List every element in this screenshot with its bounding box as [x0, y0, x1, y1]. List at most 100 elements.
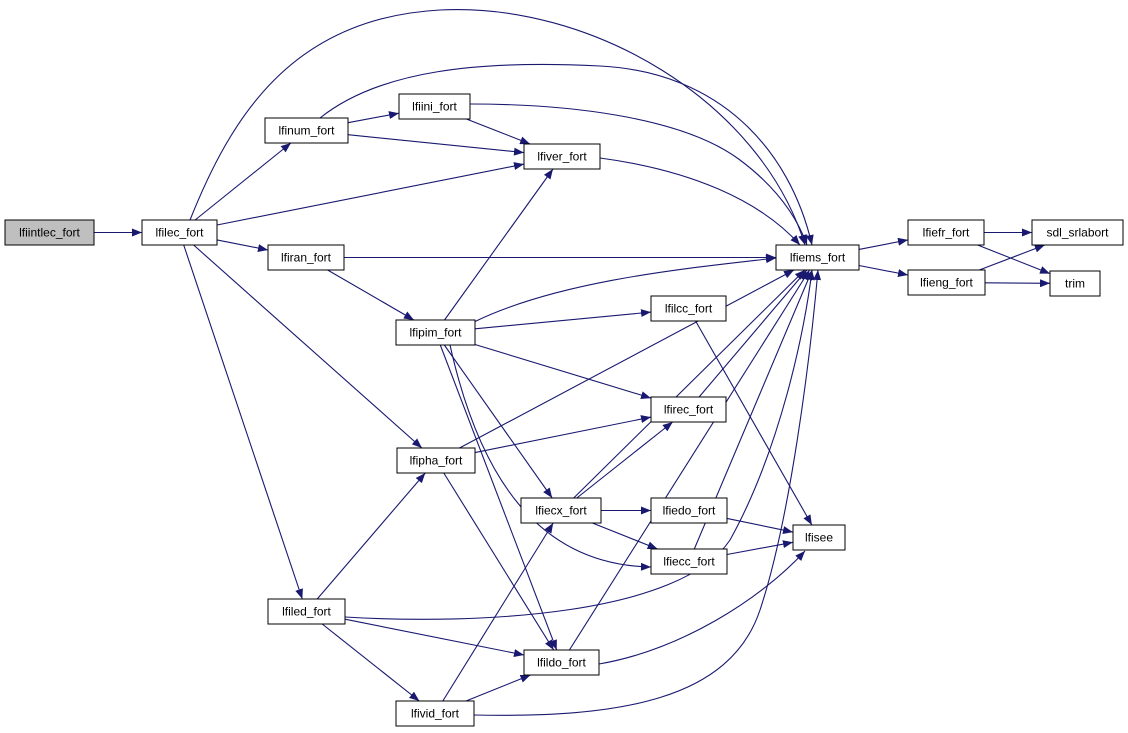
edge-lfipha_fort-to-lfirec_fort	[474, 415, 652, 454]
node-box-lfiedo_fort	[650, 497, 728, 524]
node-lfilec_fort[interactable]: lfilec_fort	[141, 219, 218, 246]
nodes-layer: lfiintlec_fort lfilec_fort lfinum_fort lfii…	[4, 93, 1124, 727]
node-box-lfilec_fort	[141, 219, 218, 246]
edge-lfilec_fort-to-lfipha_fort	[193, 244, 423, 449]
node-label-lfiran_fort: lfiran_fort	[281, 251, 332, 265]
node-label-lfiems_fort: lfiems_fort	[790, 251, 846, 265]
edge-lfiled_fort-to-lfildo_fort	[344, 618, 525, 657]
node-box-lfisee	[792, 524, 846, 551]
node-box-lfiini_fort	[398, 93, 471, 120]
node-lfiled_fort[interactable]: lfiled_fort	[267, 598, 346, 625]
edge-lfiled_fort-to-lfivid_fort	[321, 623, 420, 702]
edge-lfipim_fort-to-lfiver_fort	[444, 168, 554, 321]
edge-lfirec_fort-to-lfiems_fort	[698, 269, 808, 398]
node-label-sdl_srlabort: sdl_srlabort	[1046, 226, 1109, 240]
node-lfiecx_fort[interactable]: lfiecx_fort	[520, 497, 602, 524]
edges-layer	[94, 9, 1051, 716]
node-label-lfiver_fort: lfiver_fort	[537, 150, 587, 164]
edge-lfiini_fort-to-lfiver_fort	[466, 118, 531, 145]
node-lfirec_fort[interactable]: lfirec_fort	[650, 396, 727, 423]
edge-lfiecx_fort-to-lfiems_fort	[573, 269, 806, 499]
node-label-lfirec_fort: lfirec_fort	[664, 403, 714, 417]
node-lfipim_fort[interactable]: lfipim_fort	[395, 319, 476, 346]
node-lfivid_fort[interactable]: lfivid_fort	[395, 700, 475, 727]
edge-lfipim_fort-to-lfiecc_fort	[449, 344, 652, 571]
node-box-lfivid_fort	[395, 700, 475, 727]
node-lfiintlec_fort: lfiintlec_fort	[4, 219, 95, 246]
node-label-lfilcc_fort: lfilcc_fort	[665, 302, 713, 316]
node-label-lfieng_fort: lfieng_fort	[920, 276, 973, 290]
edge-lfiver_fort-to-lfiems_fort	[599, 157, 801, 246]
node-label-lfivid_fort: lfivid_fort	[411, 707, 460, 721]
edge-lfiems_fort-to-lfieng_fort	[858, 264, 909, 278]
node-box-lfirec_fort	[650, 396, 727, 423]
edge-lfipim_fort-to-lfiecx_fort	[443, 344, 553, 499]
node-box-lfiran_fort	[267, 244, 345, 271]
edge-lfilec_fort-to-lfiran_fort	[216, 239, 269, 252]
edge-lfilec_fort-to-lfinum_fort	[194, 142, 292, 221]
edge-lfiran_fort-to-lfipim_fort	[327, 269, 415, 321]
edge-lfivid_fort-to-lfiems_fort	[473, 269, 822, 716]
edge-lfildo_fort-to-lfisee	[598, 550, 806, 665]
edge-lfipim_fort-to-lfirec_fort	[474, 343, 652, 400]
edge-lfiems_fort-to-lfiefr_fort	[858, 237, 909, 250]
node-box-lfieng_fort	[907, 269, 986, 296]
node-trim[interactable]: trim	[1049, 270, 1101, 297]
node-lfiecc_fort[interactable]: lfiecc_fort	[650, 548, 728, 575]
edge-lfiecx_fort-to-lfiecc_fort	[592, 522, 658, 550]
node-box-lfiefr_fort	[907, 219, 985, 246]
node-lfiems_fort[interactable]: lfiems_fort	[775, 244, 860, 271]
edge-lfiecx_fort-to-lfirec_fort	[576, 421, 674, 499]
node-lfiefr_fort[interactable]: lfiefr_fort	[907, 219, 985, 246]
edge-lfinum_fort-to-lfiver_fort	[347, 134, 525, 156]
node-box-lfipha_fort	[396, 447, 476, 474]
node-label-lfipha_fort: lfipha_fort	[410, 454, 463, 468]
node-label-lfipim_fort: lfipim_fort	[409, 326, 462, 340]
node-box-lfiintlec_fort	[4, 219, 95, 246]
node-label-lfiini_fort: lfiini_fort	[412, 100, 457, 114]
edge-lfieng_fort-to-trim	[984, 279, 1051, 288]
node-box-lfiver_fort	[523, 143, 601, 170]
node-lfisee[interactable]: lfisee	[792, 524, 846, 551]
node-label-lfiled_fort: lfiled_fort	[282, 605, 331, 619]
node-lfipha_fort[interactable]: lfipha_fort	[396, 447, 476, 474]
node-box-lfildo_fort	[523, 649, 600, 676]
node-box-lfiled_fort	[267, 598, 346, 625]
node-label-trim: trim	[1065, 277, 1085, 291]
node-label-lfildo_fort: lfildo_fort	[537, 656, 586, 670]
node-lfiedo_fort[interactable]: lfiedo_fort	[650, 497, 728, 524]
edge-lfipim_fort-to-lfildo_fort	[439, 344, 558, 651]
edge-lfilcc_fort-to-lfisee	[695, 320, 813, 526]
edge-lfinum_fort-to-lfiems_fort	[319, 63, 814, 246]
edge-lfieng_fort-to-sdl_srlabort	[979, 244, 1045, 271]
node-lfiini_fort[interactable]: lfiini_fort	[398, 93, 471, 120]
node-sdl_srlabort[interactable]: sdl_srlabort	[1031, 219, 1124, 246]
node-box-lfipim_fort	[395, 319, 476, 346]
edge-lfilec_fort-to-lfiems_fort	[189, 9, 806, 246]
node-lfiver_fort[interactable]: lfiver_fort	[523, 143, 601, 170]
edge-lfivid_fort-to-lfildo_fort	[465, 674, 531, 702]
node-box-lfiems_fort	[775, 244, 860, 271]
edge-lfipha_fort-to-lfiems_fort	[459, 269, 795, 449]
node-box-sdl_srlabort	[1031, 219, 1124, 246]
node-box-lfilcc_fort	[650, 295, 727, 322]
node-label-lfiedo_fort: lfiedo_fort	[663, 504, 716, 518]
edge-lfiled_fort-to-lfipha_fort	[316, 472, 426, 600]
node-box-lfinum_fort	[264, 117, 349, 144]
node-label-lfiecx_fort: lfiecx_fort	[535, 504, 587, 518]
edge-lfipha_fort-to-lfildo_fort	[443, 472, 555, 651]
node-label-lfinum_fort: lfinum_fort	[278, 124, 335, 138]
node-box-lfiecx_fort	[520, 497, 602, 524]
edge-lfilec_fort-to-lfiled_fort	[183, 244, 303, 600]
node-lfildo_fort[interactable]: lfildo_fort	[523, 649, 600, 676]
edge-lfivid_fort-to-lfiecx_fort	[442, 522, 554, 702]
node-lfieng_fort[interactable]: lfieng_fort	[907, 269, 986, 296]
edge-lfildo_fort-to-lfiems_fort	[568, 269, 811, 651]
node-lfilcc_fort[interactable]: lfilcc_fort	[650, 295, 727, 322]
node-label-lfilec_fort: lfilec_fort	[155, 226, 204, 240]
edge-lfiedo_fort-to-lfisee	[726, 517, 794, 534]
node-lfinum_fort[interactable]: lfinum_fort	[264, 117, 349, 144]
edge-lfipim_fort-to-lfilcc_fort	[474, 309, 652, 330]
node-lfiran_fort[interactable]: lfiran_fort	[267, 244, 345, 271]
